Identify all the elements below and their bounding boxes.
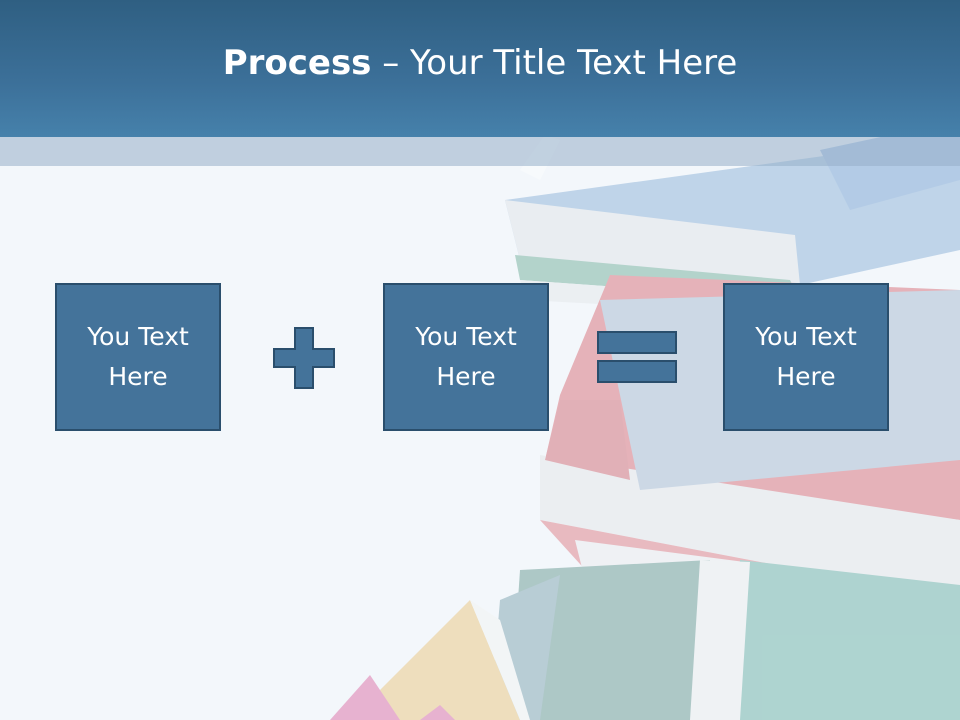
- process-box-2-text: You Text Here: [415, 322, 517, 391]
- process-box-3[interactable]: You Text Here: [723, 283, 889, 431]
- plus-icon: [273, 327, 335, 389]
- title-sub-band: [0, 137, 960, 166]
- slide-title: Process – Your Title Text Here: [223, 43, 738, 83]
- equals-icon: [597, 331, 677, 383]
- process-box-3-text: You Text Here: [755, 322, 857, 391]
- title-bold-text: Process: [222, 42, 372, 83]
- title-bar: Process – Your Title Text Here: [0, 0, 960, 137]
- title-rest-text: – Your Title Text Here: [371, 42, 738, 83]
- process-box-2[interactable]: You Text Here: [383, 283, 549, 431]
- process-box-1[interactable]: You Text Here: [55, 283, 221, 431]
- process-box-1-text: You Text Here: [87, 322, 189, 391]
